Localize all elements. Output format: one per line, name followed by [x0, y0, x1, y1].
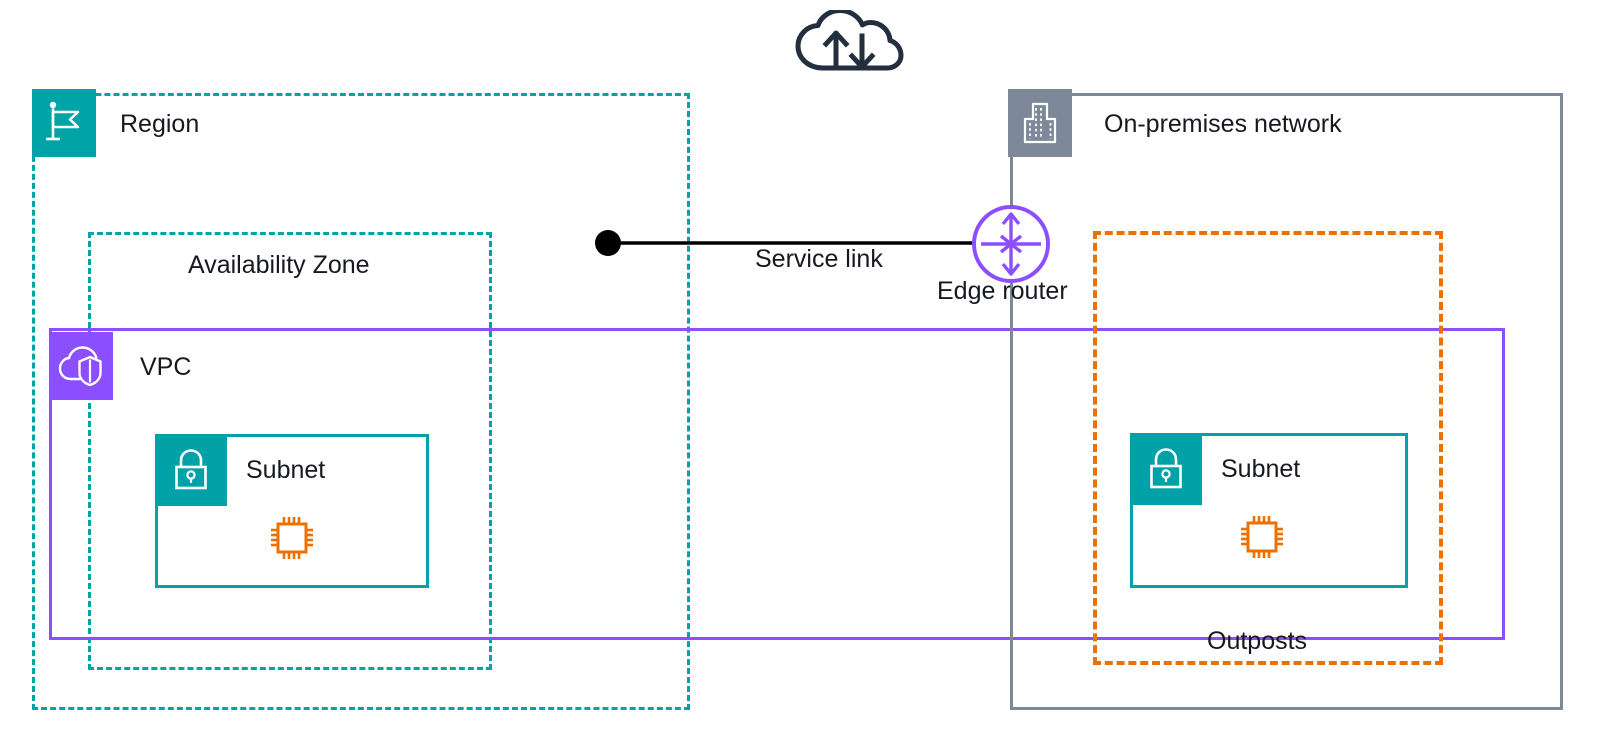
- ec2-instance-icon: [267, 513, 317, 563]
- subnet-lock-icon: [155, 434, 227, 506]
- service-link-label: Service link: [755, 245, 883, 273]
- region-group-box: [32, 93, 690, 710]
- availability-zone-label: Availability Zone: [188, 251, 370, 279]
- subnet-label-outposts: Subnet: [1221, 455, 1301, 483]
- vpc-label: VPC: [140, 353, 192, 381]
- vpc-group-box: [49, 328, 1505, 640]
- region-label: Region: [120, 110, 200, 138]
- subnet-lock-icon: [1130, 433, 1202, 505]
- edge-router-icon: [971, 204, 1051, 284]
- subnet-box-region: [155, 434, 429, 588]
- service-link-connector: [590, 228, 1000, 260]
- endpoint-dot-icon: [595, 230, 621, 256]
- cloud-transfer-icon: [794, 10, 904, 72]
- vpc-cloud-shield-icon: [49, 332, 113, 400]
- subnet-label-region: Subnet: [246, 456, 326, 484]
- availability-zone-group-box: [88, 232, 492, 670]
- on-premises-label: On-premises network: [1104, 110, 1342, 138]
- ec2-instance-icon: [1237, 512, 1287, 562]
- outposts-label: Outposts: [1207, 627, 1308, 655]
- building-icon: [1008, 89, 1072, 157]
- on-premises-group-box: [1010, 93, 1563, 710]
- outposts-group-box: [1093, 231, 1443, 665]
- region-flag-icon: [32, 89, 96, 157]
- edge-router-label: Edge router: [937, 277, 1068, 305]
- subnet-box-outposts: [1130, 433, 1408, 588]
